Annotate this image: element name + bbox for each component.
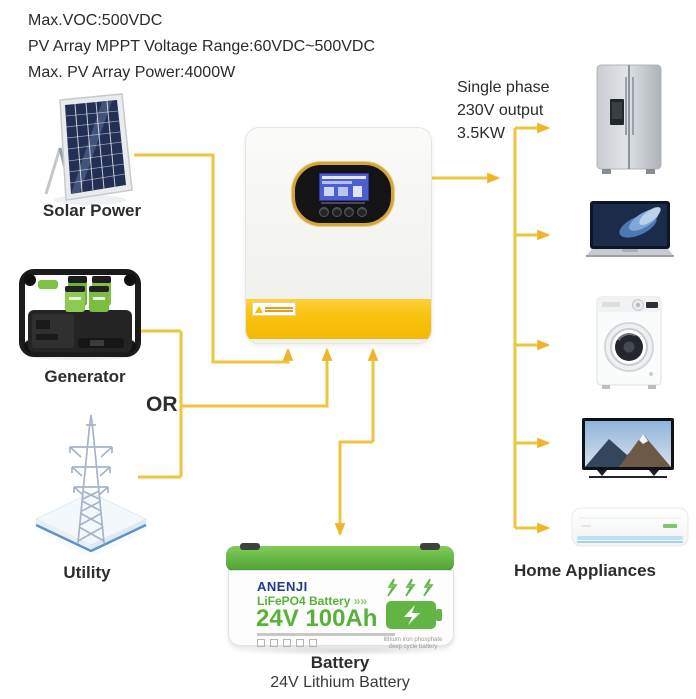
generator-icon	[19, 269, 141, 360]
output-spec-block: Single phase 230V output 3.5KW	[457, 76, 550, 145]
battery-label: Battery	[310, 653, 370, 672]
battery-lid	[226, 546, 454, 572]
battery-brand: ANENJI	[257, 579, 308, 594]
tv-icon	[582, 418, 674, 478]
pv-spec-block: Max.VOC:500VDC PV Array MPPT Voltage Ran…	[28, 8, 375, 86]
inverter-buttons	[319, 207, 367, 217]
washing-machine-icon	[596, 296, 662, 389]
battery-shadow	[230, 646, 452, 656]
lightning-bolts-icon	[386, 578, 442, 629]
spec-line-max-power: Max. PV Array Power:4000W	[28, 64, 236, 81]
output-line-voltage: 230V output	[457, 102, 544, 119]
utility-tower-icon	[34, 414, 148, 555]
lcd-screen	[319, 173, 369, 201]
utility-label: Utility	[63, 563, 111, 582]
inverter-unit	[245, 127, 432, 344]
warning-triangle-icon	[255, 305, 263, 313]
battery-fine-print	[257, 633, 395, 636]
refrigerator-icon	[596, 64, 662, 174]
air-conditioner-icon	[571, 507, 689, 547]
chevrons-icon: »»	[353, 594, 368, 608]
output-line-phase: Single phase	[457, 79, 550, 96]
battery-terminal	[420, 543, 440, 550]
spec-line-voc: Max.VOC:500VDC	[28, 12, 163, 29]
output-line-power: 3.5KW	[457, 125, 506, 142]
solar-panel-icon	[44, 93, 133, 205]
inverter-button	[344, 207, 355, 217]
spec-line-mppt-range: PV Array MPPT Voltage Range:60VDC~500VDC	[28, 38, 375, 55]
battery-sublabel: 24V Lithium Battery	[270, 674, 410, 691]
or-label: OR	[146, 393, 178, 416]
solar-power-label: Solar Power	[42, 201, 142, 220]
wire-inverter-to-battery	[334, 440, 373, 537]
inverter-button	[331, 207, 342, 217]
home-appliances-label: Home Appliances	[513, 561, 657, 580]
caution-label	[252, 302, 296, 316]
certification-icons	[257, 639, 317, 647]
battery-tagline: lithium iron phosphate deep cycle batter…	[383, 637, 443, 650]
laptop-icon	[586, 201, 674, 257]
battery-charge-graphic	[375, 577, 455, 640]
inverter-button	[319, 207, 329, 217]
wire-or-to-inverter	[181, 347, 333, 408]
battery-product-name: LiFePO4 Battery »»	[257, 594, 368, 608]
battery-capacity: 24V 100Ah	[256, 605, 378, 632]
battery-unit: ANENJI LiFePO4 Battery »» 24V 100Ah	[224, 543, 456, 650]
battery-body: ANENJI LiFePO4 Battery »» 24V 100Ah	[228, 570, 455, 650]
battery-terminal	[240, 543, 260, 550]
inverter-button	[356, 207, 367, 217]
generator-label: Generator	[44, 367, 126, 386]
inverter-display-panel	[292, 162, 394, 226]
